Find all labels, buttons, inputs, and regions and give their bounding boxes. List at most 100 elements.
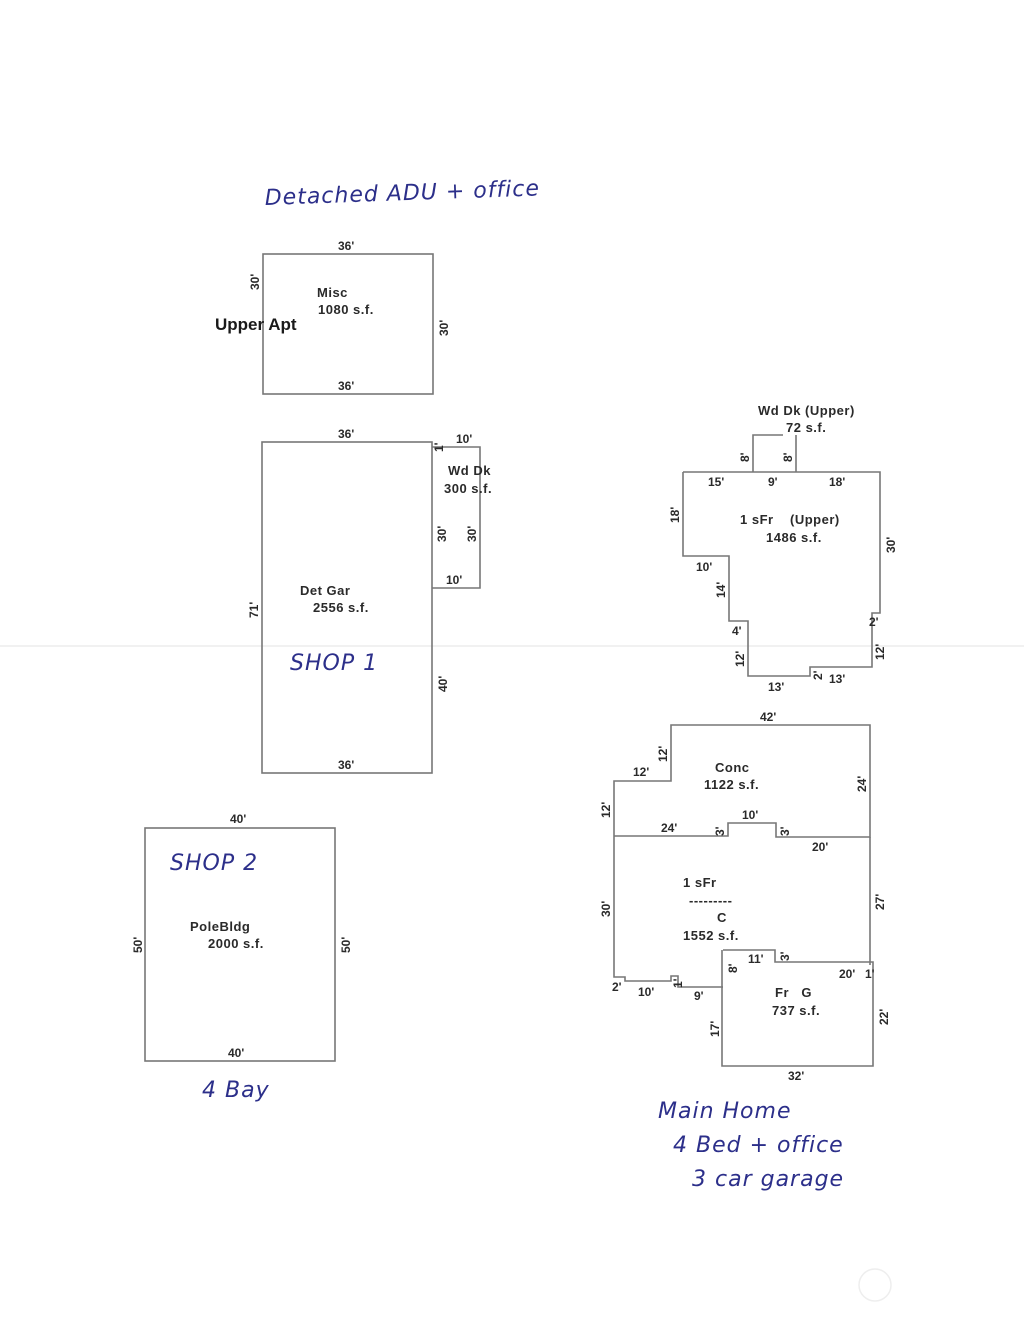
adu-title-note: Detached ADU + office — [264, 176, 540, 211]
upper-floor-dim-step-d: 12' — [733, 651, 747, 667]
garage-dim-right: 22' — [877, 1009, 891, 1025]
upper-floor-area: 1486 s.f. — [766, 530, 822, 545]
main-floor-area: 1552 s.f. — [683, 928, 739, 943]
main-floor-dim-left: 30' — [599, 901, 613, 917]
wd-dk-dim-left: 30' — [435, 526, 449, 542]
det-gar-dim-top: 36' — [338, 427, 354, 441]
upper-deck-outline-left — [752, 434, 783, 472]
det-gar-outline — [261, 441, 433, 774]
pole-bldg-outline — [144, 827, 336, 1062]
building-garage: 11' 3' 20' 1' 8' 17' 22' 32' Fr G 737 s.… — [708, 949, 891, 1083]
det-gar-dim-left: 71' — [247, 602, 261, 618]
building-adu: 36' 36' 30' 30' Misc 1080 s.f. Upper Apt — [215, 239, 451, 395]
building-upper-floor: 15' 9' 18' 18' 30' 10' 14' 4' 12' 13' 2'… — [668, 471, 898, 694]
building-wd-dk: 10' 10' 30' 30' 1' Wd Dk 300 s.f. — [432, 432, 492, 589]
building-upper-deck: Wd Dk (Upper) 72 s.f. 8' 8' — [738, 403, 855, 472]
conc-dim-bottom-left: 24' — [661, 821, 677, 835]
wd-dk-outline — [432, 446, 481, 589]
conc-dim-left: 12' — [599, 802, 613, 818]
pole-bldg-dim-left: 50' — [131, 937, 145, 953]
upper-floor-dim-top-mid: 9' — [768, 475, 778, 489]
conc-name: Conc — [715, 760, 750, 775]
main-floor-dim-jog-b: 1' — [671, 978, 685, 988]
adu-upper-apt-label: Upper Apt — [215, 315, 297, 334]
upper-floor-dim-top-right: 18' — [829, 475, 845, 489]
garage-dim-bottom: 32' — [788, 1069, 804, 1083]
main-home-note-line2: 4 Bed + office — [673, 1133, 844, 1158]
wd-dk-dim-offset: 1' — [432, 442, 446, 452]
upper-deck-area: 72 s.f. — [786, 420, 826, 435]
garage-name: Fr G — [775, 985, 812, 1000]
upper-floor-name: 1 sFr (Upper) — [740, 512, 840, 527]
main-floor-dim-bottom-a: 10' — [638, 985, 654, 999]
building-conc: 42' 24' 12' 12' 12' 24' 3' 10' 3' 20' Co… — [599, 710, 871, 854]
conc-dim-right: 24' — [855, 776, 869, 792]
wd-dk-area: 300 s.f. — [444, 481, 492, 496]
scan-artifact-circle — [858, 1268, 892, 1302]
det-gar-dim-right: 40' — [436, 676, 450, 692]
conc-dim-bottom-right: 20' — [812, 840, 828, 854]
upper-floor-dim-right: 30' — [884, 537, 898, 553]
shop1-note: SHOP 1 — [290, 651, 378, 676]
wd-dk-dim-top: 10' — [456, 432, 472, 446]
conc-dim-bump-top: 10' — [742, 808, 758, 822]
shop2-note: SHOP 2 — [170, 851, 258, 876]
adu-name: Misc — [317, 285, 348, 300]
scan-fold-line — [0, 645, 1024, 647]
conc-dim-top: 42' — [760, 710, 776, 724]
main-floor-dim-right: 27' — [873, 894, 887, 910]
building-pole-bldg: 40' 40' 50' 50' PoleBldg 2000 s.f. SHOP … — [131, 812, 353, 1103]
upper-deck-dim-right: 8' — [781, 452, 795, 462]
main-home-note-line1: Main Home — [658, 1099, 791, 1124]
adu-dim-left: 30' — [248, 274, 262, 290]
conc-dim-upper-left-v: 12' — [656, 746, 670, 762]
garage-dim-top-left: 11' — [748, 952, 764, 966]
upper-floor-dim-top-left: 15' — [708, 475, 724, 489]
adu-dim-top: 36' — [338, 239, 354, 253]
upper-deck-name: Wd Dk (Upper) — [758, 403, 855, 418]
pole-bldg-name: PoleBldg — [190, 919, 250, 934]
upper-floor-dim-right-jog: 2' — [869, 615, 879, 629]
det-gar-dim-bottom: 36' — [338, 758, 354, 772]
main-floor-name: 1 sFr — [683, 875, 717, 890]
garage-dim-top-jog: 3' — [778, 951, 792, 961]
upper-floor-dim-bottom-left: 13' — [768, 680, 784, 694]
wd-dk-name: Wd Dk — [448, 463, 491, 478]
garage-dim-right-jog: 1' — [865, 967, 875, 981]
wd-dk-dim-right: 30' — [465, 526, 479, 542]
garage-area: 737 s.f. — [772, 1003, 820, 1018]
det-gar-name: Det Gar — [300, 583, 350, 598]
pole-bldg-area: 2000 s.f. — [208, 936, 264, 951]
garage-dim-left-upper: 8' — [726, 963, 740, 973]
adu-outline — [262, 253, 434, 395]
building-det-gar: 36' 36' 71' 40' Det Gar 2556 s.f. SHOP 1 — [247, 427, 450, 774]
conc-dim-upper-left-h: 12' — [633, 765, 649, 779]
upper-floor-dim-bottom-jog: 2' — [811, 670, 825, 680]
upper-floor-dim-left: 18' — [668, 507, 682, 523]
main-floor-sub: C — [717, 910, 727, 925]
garage-outline — [721, 949, 874, 1067]
conc-dim-bump-left: 3' — [713, 826, 727, 836]
main-floor-divider: --------- — [689, 893, 732, 908]
main-floor-dim-jog-a: 2' — [612, 980, 622, 994]
garage-dim-top-right: 20' — [839, 967, 855, 981]
det-gar-area: 2556 s.f. — [313, 600, 369, 615]
wd-dk-dim-bottom: 10' — [446, 573, 462, 587]
building-main-floor: 30' 27' 2' 10' 1' 9' 1 sFr --------- C 1… — [599, 836, 887, 1003]
conc-dim-bump-right: 3' — [778, 826, 792, 836]
adu-dim-right: 30' — [437, 320, 451, 336]
upper-floor-dim-step-c: 4' — [732, 624, 742, 638]
adu-dim-bottom: 36' — [338, 379, 354, 393]
upper-floor-outline — [682, 471, 881, 677]
pole-bldg-dim-top: 40' — [230, 812, 246, 826]
adu-area: 1080 s.f. — [318, 302, 374, 317]
main-floor-dim-bottom-b: 9' — [694, 989, 704, 1003]
main-floor-outline-left — [613, 836, 723, 988]
shop2-bay-note: 4 Bay — [202, 1078, 270, 1103]
upper-deck-dim-left: 8' — [738, 452, 752, 462]
upper-floor-dim-step-a: 10' — [696, 560, 712, 574]
upper-floor-dim-right-lower: 12' — [873, 644, 887, 660]
pole-bldg-dim-right: 50' — [339, 937, 353, 953]
conc-area: 1122 s.f. — [704, 777, 759, 792]
